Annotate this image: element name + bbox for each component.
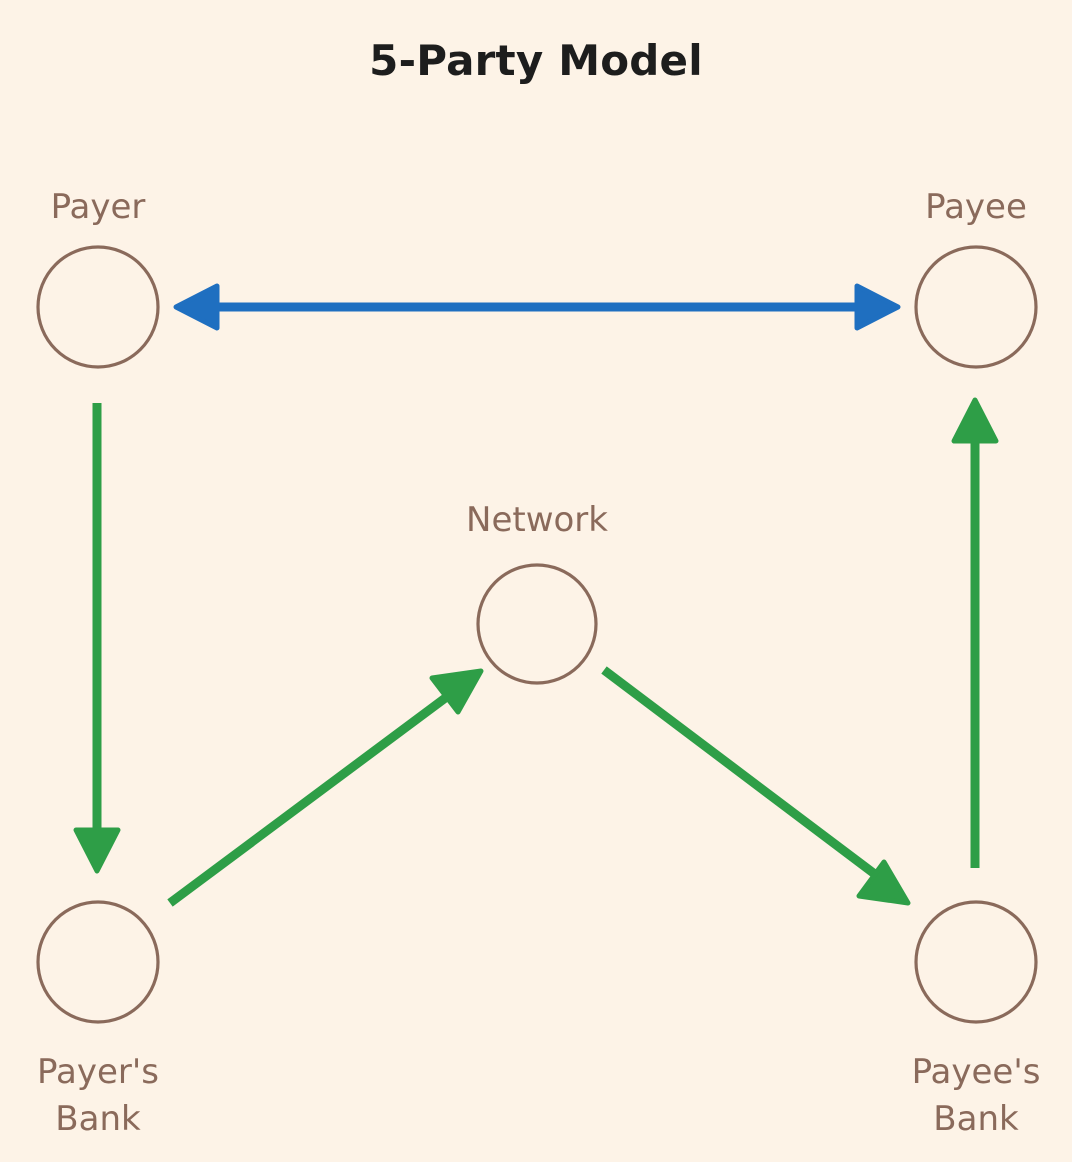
node-payee[interactable]: Payee xyxy=(914,187,1038,369)
edge-payer-payee[interactable] xyxy=(173,283,901,331)
node-payer-circle xyxy=(36,245,160,369)
node-network-circle xyxy=(476,563,598,685)
edge-payer-payers-bank[interactable] xyxy=(73,403,121,874)
node-payer[interactable]: Payer xyxy=(36,187,160,369)
edge-network-payees-bank-arrowhead xyxy=(856,859,911,906)
edge-payees-bank-payee-arrowhead xyxy=(951,397,999,444)
node-payers-bank-circle xyxy=(36,900,160,1024)
edge-network-payees-bank[interactable] xyxy=(601,666,911,906)
edge-network-payees-bank-shaft xyxy=(601,666,883,882)
edge-payers-bank-network-shaft xyxy=(167,689,455,907)
node-network[interactable]: Network xyxy=(466,500,608,685)
node-payer-label: Payer xyxy=(51,187,146,227)
node-payees-bank[interactable]: Payee's Bank xyxy=(912,900,1041,1139)
node-payers-bank-label-line2: Bank xyxy=(55,1099,141,1139)
node-payees-bank-label-line2: Bank xyxy=(933,1099,1019,1139)
node-payers-bank[interactable]: Payer's Bank xyxy=(36,900,160,1139)
node-payee-label: Payee xyxy=(925,187,1027,227)
node-network-label: Network xyxy=(466,500,608,540)
edge-payer-payee-arrowhead-right xyxy=(854,283,901,331)
edge-payers-bank-network-arrowhead xyxy=(429,668,484,715)
node-payers-bank-label-line1: Payer's xyxy=(37,1052,159,1092)
node-payee-circle xyxy=(914,245,1038,369)
edge-payer-payee-arrowhead-left xyxy=(173,283,220,331)
node-payees-bank-circle xyxy=(914,900,1038,1024)
edge-payer-payers-bank-arrowhead xyxy=(73,827,121,874)
edge-payers-bank-network[interactable] xyxy=(167,668,484,907)
page-title: 5-Party Model xyxy=(369,36,703,85)
edge-payees-bank-payee[interactable] xyxy=(951,397,999,868)
node-payees-bank-label-line1: Payee's xyxy=(912,1052,1041,1092)
